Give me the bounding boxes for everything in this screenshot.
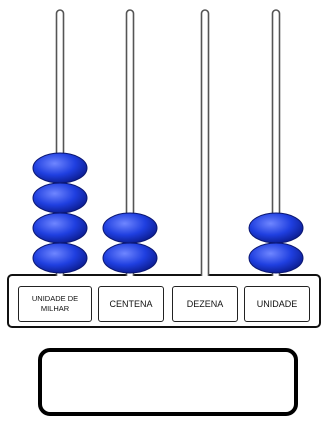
bead-rod-2 [102, 242, 158, 274]
bead-rod-1 [32, 152, 88, 184]
place-label-tens: DEZENA [172, 286, 238, 322]
rod-3 [200, 9, 210, 276]
answer-box[interactable] [38, 348, 298, 416]
place-label-thousands: UNIDADE DE MILHAR [18, 286, 92, 322]
bead-rod-1 [32, 182, 88, 214]
place-label-hundreds: CENTENA [98, 286, 164, 322]
bead-rod-4 [248, 242, 304, 274]
bead-rod-1 [32, 212, 88, 244]
rod-4 [271, 9, 281, 276]
bead-rod-2 [102, 212, 158, 244]
place-label-units: UNIDADE [244, 286, 310, 322]
rod-2 [125, 9, 135, 276]
bead-rod-1 [32, 242, 88, 274]
bead-rod-4 [248, 212, 304, 244]
